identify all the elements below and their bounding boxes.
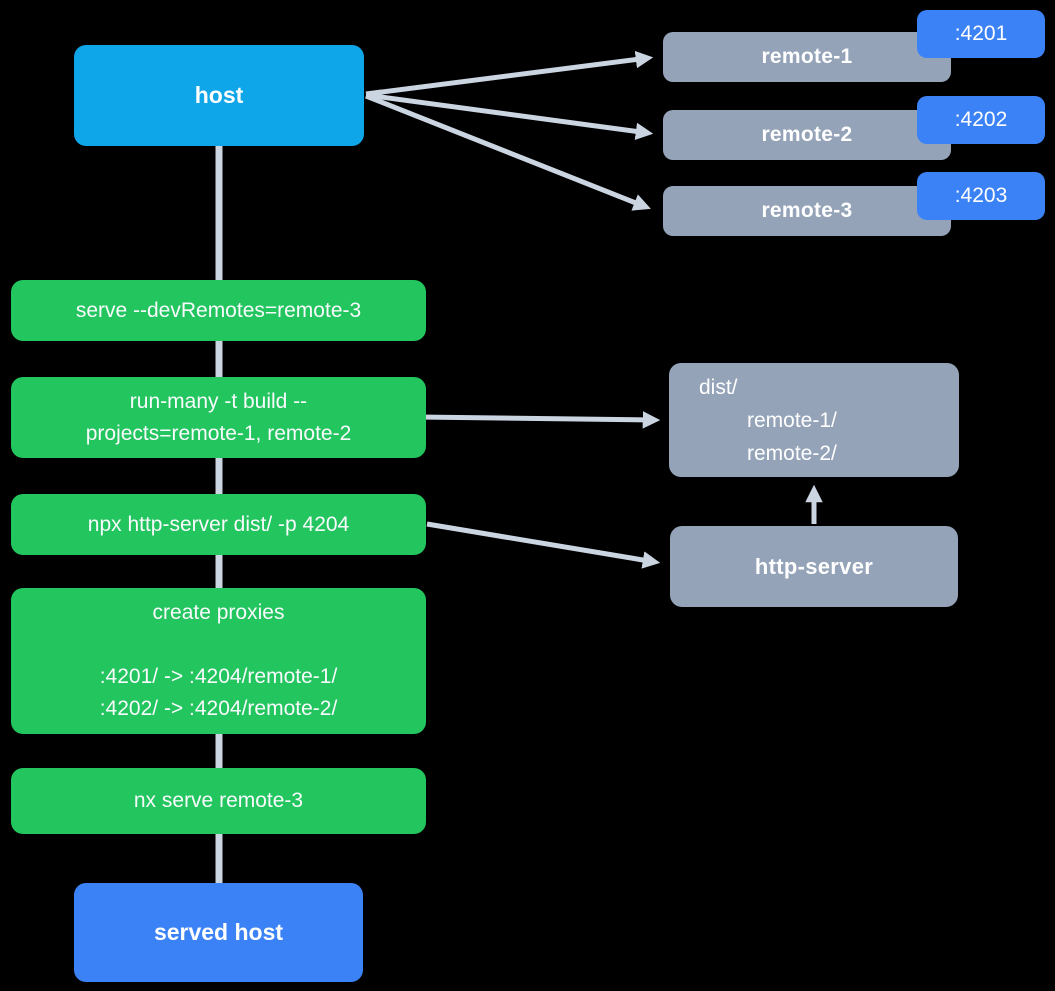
host-node: host bbox=[74, 45, 364, 146]
step-serve-dev-remotes-text: serve --devRemotes=remote-3 bbox=[75, 298, 362, 322]
step-run-many-build-text-line-1: run-many -t build -- bbox=[129, 389, 308, 413]
step-nx-serve-remote-3-text: nx serve remote-3 bbox=[133, 789, 304, 812]
served-host-label: served host bbox=[153, 919, 284, 945]
http-server-node: http-server bbox=[670, 526, 958, 607]
port-badge-4203-label: :4203 bbox=[954, 184, 1008, 207]
step-npx-http-server: npx http-server dist/ -p 4204 bbox=[11, 494, 426, 555]
arrow-npx-to-http-server bbox=[426, 521, 661, 569]
arrow-host-to-remote-1 bbox=[365, 50, 654, 97]
dist-folder-remote-1: remote-1/ bbox=[747, 408, 837, 432]
port-badge-4201: :4201 bbox=[917, 10, 1045, 58]
step-npx-http-server-text: npx http-server dist/ -p 4204 bbox=[87, 512, 350, 536]
step-serve-dev-remotes: serve --devRemotes=remote-3 bbox=[11, 280, 426, 341]
step-run-many-build: run-many -t build -- projects=remote-1, … bbox=[11, 377, 426, 458]
arrow-run-many-to-dist bbox=[417, 411, 661, 429]
port-badge-4202: :4202 bbox=[917, 96, 1045, 144]
port-badge-4203: :4203 bbox=[917, 172, 1045, 220]
step-create-proxies: create proxies :4201/ -> :4204/remote-1/… bbox=[11, 588, 426, 734]
port-badge-4202-label: :4202 bbox=[954, 108, 1008, 131]
remote-1-node: remote-1 bbox=[663, 32, 951, 82]
step-create-proxies-title: create proxies bbox=[152, 601, 285, 624]
step-create-proxies-mapping-2: :4202/ -> :4204/remote-2/ bbox=[99, 697, 338, 720]
arrow-host-to-remote-2 bbox=[365, 92, 654, 141]
host-label: host bbox=[194, 82, 244, 108]
dist-folder-node: dist/ remote-1/ remote-2/ bbox=[669, 363, 959, 477]
remote-1-label: remote-1 bbox=[761, 45, 853, 68]
dist-folder-remote-2: remote-2/ bbox=[747, 441, 837, 465]
http-server-label: http-server bbox=[754, 553, 874, 579]
port-badge-4201-label: :4201 bbox=[954, 22, 1008, 45]
step-nx-serve-remote-3: nx serve remote-3 bbox=[11, 768, 426, 834]
step-create-proxies-mapping-1: :4201/ -> :4204/remote-1/ bbox=[99, 665, 338, 688]
remote-3-node: remote-3 bbox=[663, 186, 951, 236]
remote-3-label: remote-3 bbox=[761, 199, 853, 222]
arrow-host-to-remote-3 bbox=[365, 93, 651, 211]
step-run-many-build-text-line-2: projects=remote-1, remote-2 bbox=[85, 421, 352, 445]
dist-folder-root: dist/ bbox=[699, 375, 738, 399]
served-host-node: served host bbox=[74, 883, 363, 982]
remote-2-node: remote-2 bbox=[663, 110, 951, 160]
remote-2-label: remote-2 bbox=[761, 123, 853, 146]
